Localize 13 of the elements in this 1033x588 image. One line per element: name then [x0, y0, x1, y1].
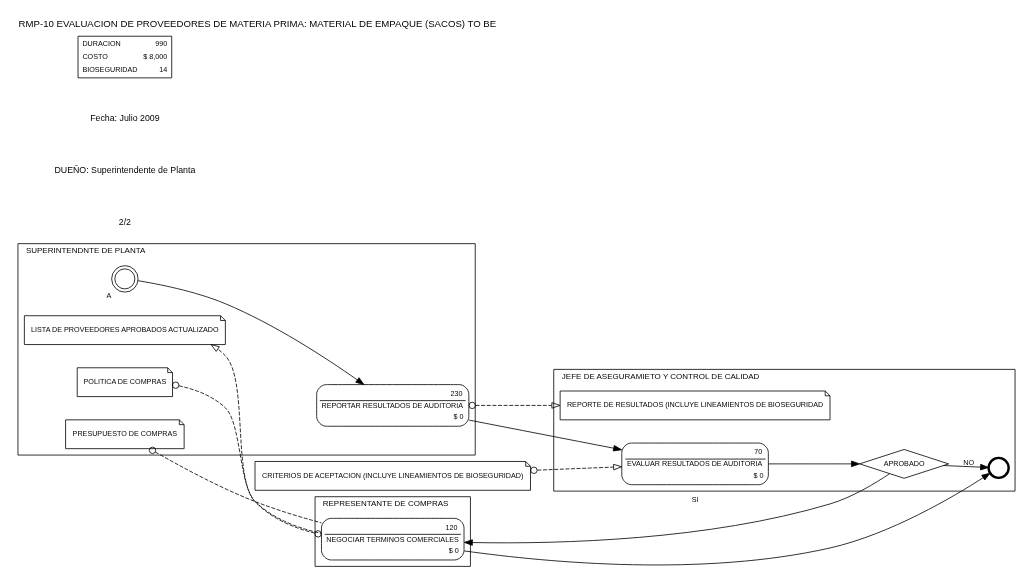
node-label: A	[106, 290, 112, 300]
label: DURACION	[82, 38, 121, 48]
label: DUEÑO: Superintendente de Planta	[54, 164, 196, 175]
label: COSTO	[82, 51, 108, 61]
label: 14	[159, 64, 168, 74]
label: 990	[155, 38, 168, 48]
label: $ 8,000	[143, 51, 168, 61]
label: BIOSEGURIDAD	[82, 64, 138, 74]
diagram-title: RMP-10 EVALUACION DE PROVEEDORES DE MATERIA PRIMA: MATERIAL DE EMPAQUE (SACOS) TO BE	[18, 17, 497, 29]
label: 2/2	[118, 216, 131, 227]
edge-label: NO	[963, 457, 974, 467]
edge-label: SI	[691, 494, 699, 504]
label: Fecha: Julio 2009	[90, 112, 160, 123]
